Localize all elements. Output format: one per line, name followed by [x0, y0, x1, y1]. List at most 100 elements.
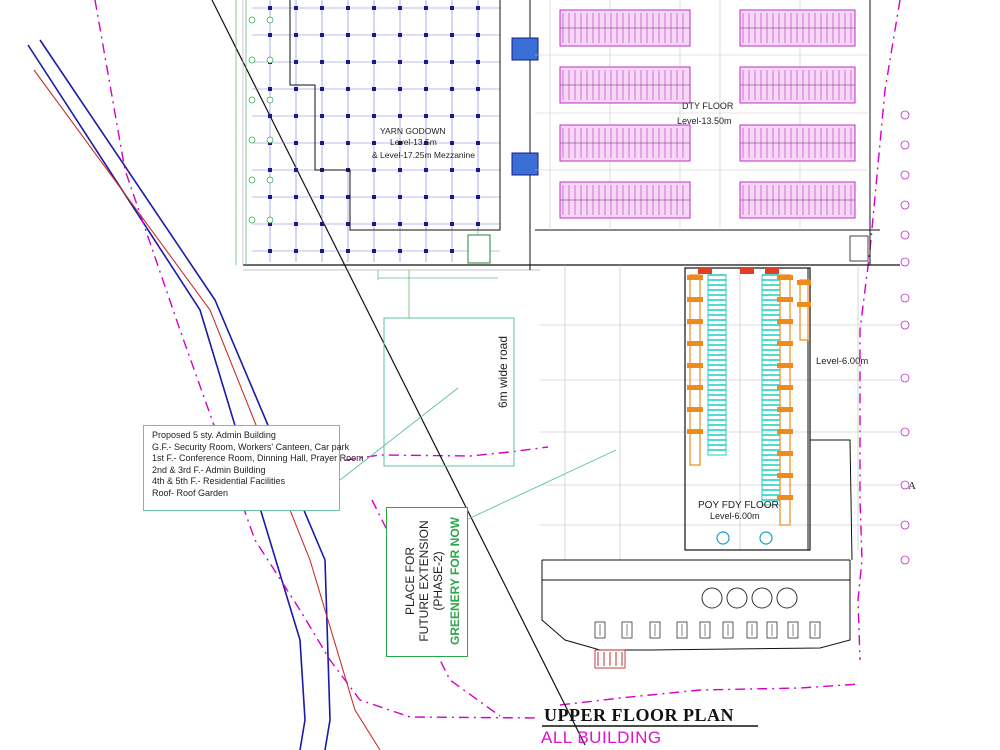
stair-blocks — [467, 37, 869, 264]
section-marker: A — [908, 480, 916, 492]
column-marker — [476, 60, 480, 64]
column-marker — [450, 249, 454, 253]
column-marker — [450, 222, 454, 226]
column-marker — [476, 141, 480, 145]
column-marker — [424, 114, 428, 118]
axis-bubble — [248, 96, 256, 104]
title-underline — [542, 725, 758, 727]
column-marker — [294, 249, 298, 253]
column-marker — [398, 60, 402, 64]
column-marker — [372, 33, 376, 37]
extension-line-1: PLACE FOR — [403, 547, 417, 616]
mid-building-level: Level-6.00m — [816, 356, 869, 367]
admin-note-line: Roof- Roof Garden — [152, 487, 229, 498]
column-marker — [450, 168, 454, 172]
axis-bubble — [248, 176, 256, 184]
column-marker — [398, 249, 402, 253]
column-marker — [424, 6, 428, 10]
dty-machine — [739, 9, 856, 47]
column-marker — [476, 195, 480, 199]
axis-bubble — [248, 56, 256, 64]
dty-floor-name: DTY FLOOR — [682, 101, 734, 111]
column-marker — [372, 114, 376, 118]
axis-bubble — [266, 96, 274, 104]
orange-duct — [777, 274, 793, 526]
column-marker — [398, 114, 402, 118]
yarn-godown-outline — [289, 0, 501, 231]
dty-machine — [739, 124, 856, 162]
admin-note-line: 1st F.- Conference Room, Dinning Hall, P… — [152, 453, 364, 463]
column-marker — [268, 168, 272, 172]
column-marker — [294, 87, 298, 91]
red-marker — [765, 268, 779, 274]
axis-bubble — [248, 16, 256, 24]
column-marker — [320, 141, 324, 145]
compressor-unit — [594, 621, 606, 639]
compressor-unit — [699, 621, 711, 639]
extension-leader-line — [465, 449, 617, 521]
axis-bubble — [900, 170, 910, 180]
axis-bubble — [900, 293, 910, 303]
orange-duct — [797, 279, 811, 341]
axis-bubble — [266, 56, 274, 64]
column-marker — [372, 249, 376, 253]
column-marker — [320, 222, 324, 226]
column-marker — [424, 141, 428, 145]
poy-fdy-floor-name: POY FDY FLOOR — [698, 500, 779, 511]
column-marker — [476, 6, 480, 10]
column-marker — [398, 222, 402, 226]
column-marker — [268, 114, 272, 118]
column-marker — [398, 168, 402, 172]
column-marker — [268, 222, 272, 226]
column-marker — [346, 33, 350, 37]
grid-axis-markers — [248, 16, 910, 565]
compressor-unit — [746, 621, 758, 639]
column-marker — [268, 6, 272, 10]
compressor-unit — [676, 621, 688, 639]
dty-machine — [559, 9, 691, 47]
compressor-unit — [787, 621, 799, 639]
admin-building-outline — [383, 317, 515, 467]
storage-tanks — [701, 587, 798, 609]
dty-machines — [559, 9, 856, 219]
road-label: 6m wide road — [496, 335, 510, 408]
admin-note-line: G.F.- Security Room, Workers' Canteen, C… — [152, 441, 350, 452]
yarn-godown-mezzanine: & Level-17.25m Mezzanine — [372, 150, 476, 160]
compressor-unit — [766, 621, 778, 639]
axis-bubble — [266, 136, 274, 144]
tank — [776, 587, 798, 609]
column-marker — [398, 33, 402, 37]
column-marker — [320, 60, 324, 64]
axis-bubble — [248, 136, 256, 144]
axis-bubble — [266, 216, 274, 224]
column-marker — [372, 195, 376, 199]
column-marker — [476, 114, 480, 118]
column-marker — [320, 114, 324, 118]
column-marker — [294, 60, 298, 64]
axis-bubble — [266, 16, 274, 24]
column-marker — [372, 222, 376, 226]
axis-bubble — [900, 480, 910, 490]
column-marker — [372, 168, 376, 172]
column-marker — [268, 33, 272, 37]
road-lines — [27, 39, 381, 750]
admin-leader-line — [339, 387, 459, 481]
axis-bubble — [900, 373, 910, 383]
admin-note-line: 2nd & 3rd F.- Admin Building — [152, 464, 266, 475]
column-marker — [320, 195, 324, 199]
axis-bubble — [900, 320, 910, 330]
column-marker — [294, 222, 298, 226]
extension-line-2: FUTURE EXTENSION — [417, 520, 431, 642]
axis-bubble — [900, 555, 910, 565]
column-marker — [346, 195, 350, 199]
column-marker — [372, 141, 376, 145]
column-marker — [450, 114, 454, 118]
compressor-units — [594, 621, 821, 639]
column-marker — [268, 195, 272, 199]
column-marker — [268, 249, 272, 253]
drawing-title: UPPER FLOOR PLAN — [544, 705, 734, 725]
future-extension-box: PLACE FOR FUTURE EXTENSION (PHASE-2) GRE… — [386, 507, 468, 657]
axis-bubble — [266, 176, 274, 184]
column-marker — [294, 33, 298, 37]
